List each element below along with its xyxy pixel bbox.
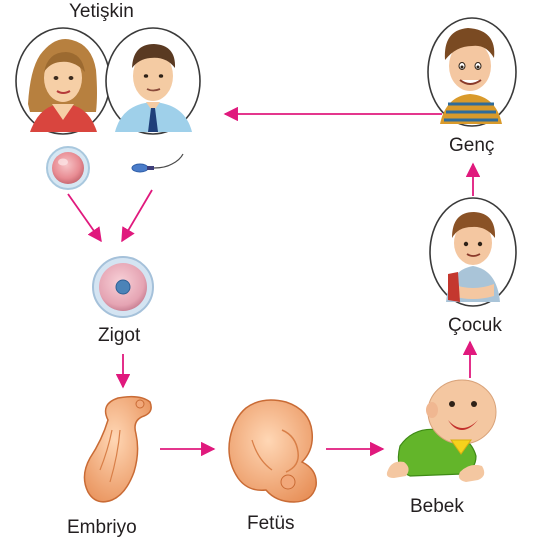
- embryo-icon: [84, 397, 151, 502]
- teen-icon: [428, 18, 516, 126]
- adult-man-icon: [106, 28, 200, 134]
- label-embryo: Embriyo: [67, 517, 137, 539]
- arrow-egg-to-zygote: [68, 194, 101, 241]
- label-zygote: Zigot: [98, 325, 140, 347]
- baby-icon: [387, 380, 496, 482]
- adult-woman-icon: [16, 28, 110, 134]
- fetus-icon: [229, 400, 316, 502]
- label-child: Çocuk: [448, 315, 502, 337]
- arrow-sperm-to-zygote: [122, 190, 152, 241]
- label-teen: Genç: [449, 135, 494, 157]
- zygote-icon: [93, 257, 153, 317]
- label-fetus: Fetüs: [247, 513, 295, 535]
- label-baby: Bebek: [410, 496, 464, 518]
- child-icon: [430, 198, 516, 306]
- egg-cell-icon: [47, 147, 89, 189]
- sperm-cell-icon: [132, 154, 183, 172]
- label-adult: Yetişkin: [69, 1, 134, 23]
